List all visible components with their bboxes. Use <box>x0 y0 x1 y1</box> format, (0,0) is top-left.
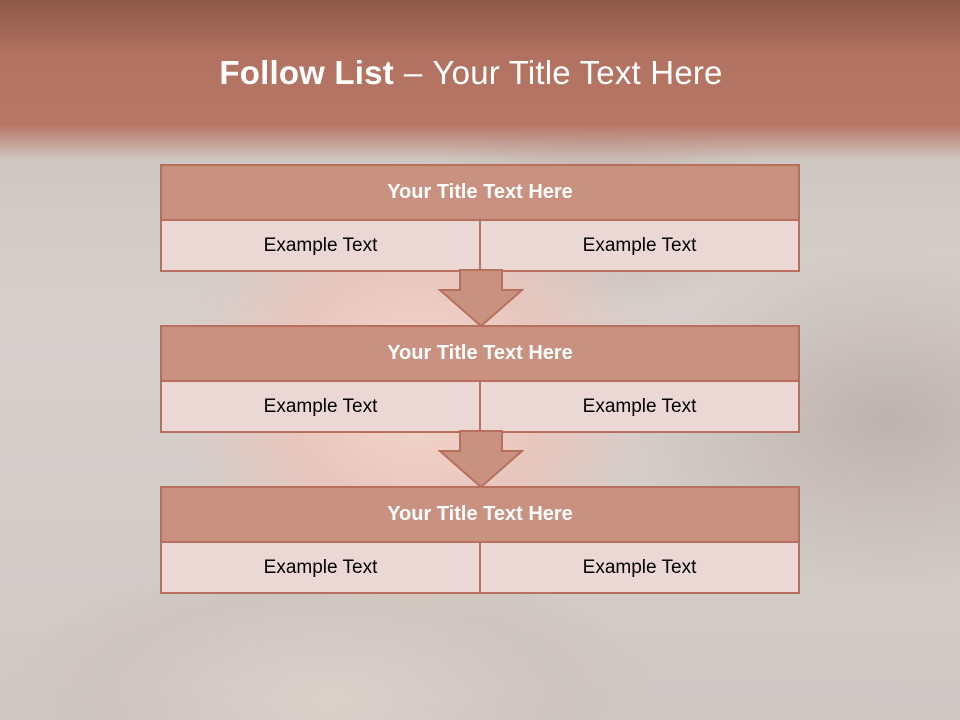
title-bold-part: Follow List <box>219 54 394 91</box>
list-block-1: Your Title Text Here Example Text Exampl… <box>160 164 800 272</box>
block-cell-left: Example Text <box>263 556 378 578</box>
block-title: Your Title Text Here <box>162 488 798 543</box>
slide-title: Follow List–Your Title Text Here <box>0 54 942 92</box>
block-title: Your Title Text Here <box>162 327 798 382</box>
title-banner <box>0 0 960 160</box>
block-title: Your Title Text Here <box>162 166 798 221</box>
block-row: Example Text Example Text <box>162 382 798 431</box>
down-arrow-icon <box>438 430 524 489</box>
block-row: Example Text Example Text <box>162 221 798 270</box>
block-cell-left: Example Text <box>263 395 378 417</box>
list-block-3: Your Title Text Here Example Text Exampl… <box>160 486 800 594</box>
block-cell-left: Example Text <box>263 234 378 256</box>
block-cell-right: Example Text <box>479 543 798 592</box>
block-cell-right: Example Text <box>479 221 798 270</box>
title-dash: – <box>403 54 423 91</box>
title-rest: Your Title Text Here <box>432 54 723 91</box>
block-row: Example Text Example Text <box>162 543 798 592</box>
block-cell-right: Example Text <box>479 382 798 431</box>
list-block-2: Your Title Text Here Example Text Exampl… <box>160 325 800 433</box>
down-arrow-icon <box>438 269 524 328</box>
